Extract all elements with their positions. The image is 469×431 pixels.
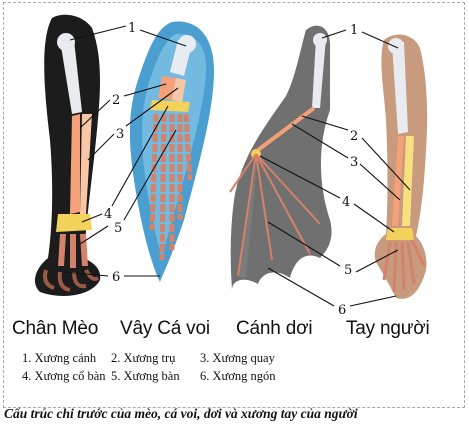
legend-row-2: 4. Xương cổ bàn 5. Xương bàn 6. Xương ng… [22,367,289,385]
marker-5-cat-whale: 5 [114,221,122,236]
cat-leg [34,14,101,297]
legend-item-humerus: 1. Xương cánh [22,351,97,365]
title-bat: Cánh dơi [236,318,313,339]
marker-2-cat-whale: 2 [112,93,120,108]
whale-humerus-head [178,35,196,53]
legend-item-ulna: 2. Xương trụ [111,351,176,365]
whale-carpals [150,100,190,112]
bat-membrane [230,25,332,290]
cat-carpals [56,214,92,232]
human-arm [374,34,428,299]
marker-2-bat-human: 2 [350,129,358,144]
legend-row-1: 1. Xương cánh 2. Xương trụ 3. Xương quay [22,349,289,367]
title-human: Tay người [346,318,430,339]
whale-digits [149,113,193,261]
marker-3-bat-human: 3 [350,155,358,170]
whale-ulna [158,76,176,100]
leader-lines [63,25,411,307]
marker-1-bat-human: 1 [350,23,358,38]
bat-digits [229,153,321,277]
bat-wing [229,25,332,290]
legend-item-metacarpals: 5. Xương bàn [111,369,180,383]
human-humerus [392,42,408,134]
marker-1-cat-whale: 1 [128,21,136,36]
legend-item-radius: 3. Xương quay [200,351,275,365]
bat-radius-ulna [256,106,316,152]
cat-ulna [70,114,80,214]
marker-6-bat-human: 6 [338,303,346,318]
title-whale: Vây Cá voi [120,318,210,339]
bat-humerus [312,38,326,108]
legend-item-carpals: 4. Xương cổ bàn [22,369,106,383]
legend-item-phalanges: 6. Xương ngón [200,369,276,383]
marker-3-cat-whale: 3 [116,127,124,142]
marker-5-bat-human: 5 [344,263,352,278]
cat-phalanges [43,269,100,292]
marker-4-bat-human: 4 [342,195,350,210]
whale-radius [172,78,186,102]
cat-radius [80,114,92,214]
bone-legend: 1. Xương cánh 2. Xương trụ 3. Xương quay… [22,349,289,385]
human-radius [392,136,404,226]
cat-metacarpals [58,234,88,268]
title-cat: Chân Mèo [12,318,99,339]
marker-4-cat-whale: 4 [104,207,112,222]
whale-fin [129,21,214,283]
human-humerus-head [388,38,404,54]
marker-6-cat-whale: 6 [112,270,120,285]
cat-humerus [60,40,82,114]
human-digits [382,239,426,293]
figure-caption: Cấu trúc chi trước của mèo, cá voi, dơi … [4,406,358,421]
human-ulna [402,136,414,226]
cat-humerus-head [57,33,75,51]
marker-numbers: 1 1 2 2 3 3 4 4 5 5 6 6 [104,21,358,318]
bat-humerus-head [313,33,327,47]
